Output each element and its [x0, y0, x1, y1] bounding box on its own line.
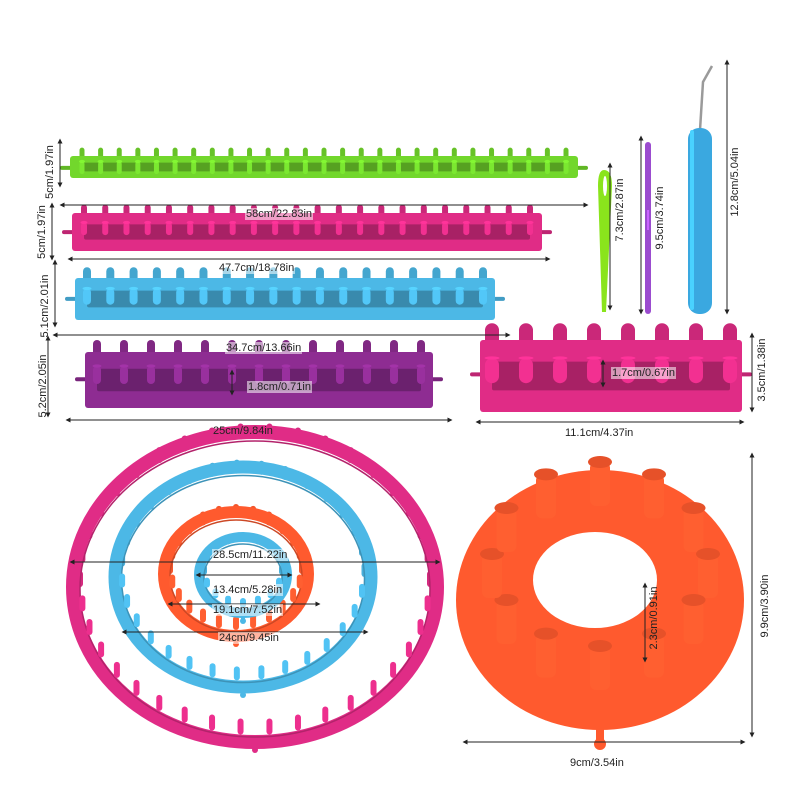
small-loom-height-label: 3.5cm/1.38in: [756, 338, 768, 402]
round-loom-19-label: 19.1cm/7.52in: [212, 604, 284, 616]
blue-loom-length-label: 34.7cm/13.66in: [225, 342, 303, 354]
flower-loom-height-label: 9.9cm/3.90in: [759, 574, 771, 638]
green-loom-length-label: 58cm/22.83in: [245, 208, 314, 220]
purple-long-loom: [75, 340, 443, 408]
purple-loom-height-label: 5.2cm/2.05in: [37, 354, 49, 418]
loom-pick: [688, 65, 714, 314]
blue-round-loom: [108, 459, 378, 698]
flower-loom-width-label: 9cm/3.54in: [570, 757, 624, 769]
hook-length-label: 9.5cm/3.74in: [654, 186, 666, 250]
pink-loom-length-label: 47.7cm/18.78in: [218, 262, 296, 274]
pink-round-loom: [66, 423, 444, 753]
small-loom-peg-height-label: 1.7cm/0.67in: [611, 367, 676, 379]
crochet-hook: [645, 142, 651, 314]
needle-length-label: 7.3cm/2.87in: [614, 178, 626, 242]
round-loom-13-label: 13.4cm/5.28in: [212, 584, 284, 596]
small-loom-length-label: 11.1cm/4.37in: [565, 427, 634, 439]
round-loom-28-label: 28.5cm/11.22in: [212, 549, 289, 561]
pink-long-loom: [62, 204, 552, 251]
green-long-loom: [60, 147, 588, 178]
pick-length-label: 12.8cm/5.04in: [729, 147, 741, 217]
flower-loom-peg-height-label: 2.3cm/0.91in: [648, 586, 660, 650]
orange-flower-loom: [456, 456, 744, 750]
round-loom-24-label: 24cm/9.45in: [218, 632, 280, 644]
purple-loom-peg-height-label: 1.8cm/0.71in: [247, 381, 312, 393]
blue-loom-height-label: 5.1cm/2.01in: [39, 274, 51, 338]
blue-long-loom: [65, 267, 505, 320]
purple-loom-length-label: 25cm/9.84in: [213, 425, 273, 437]
pink-loom-height-label: 5cm/1.97in: [36, 205, 48, 259]
